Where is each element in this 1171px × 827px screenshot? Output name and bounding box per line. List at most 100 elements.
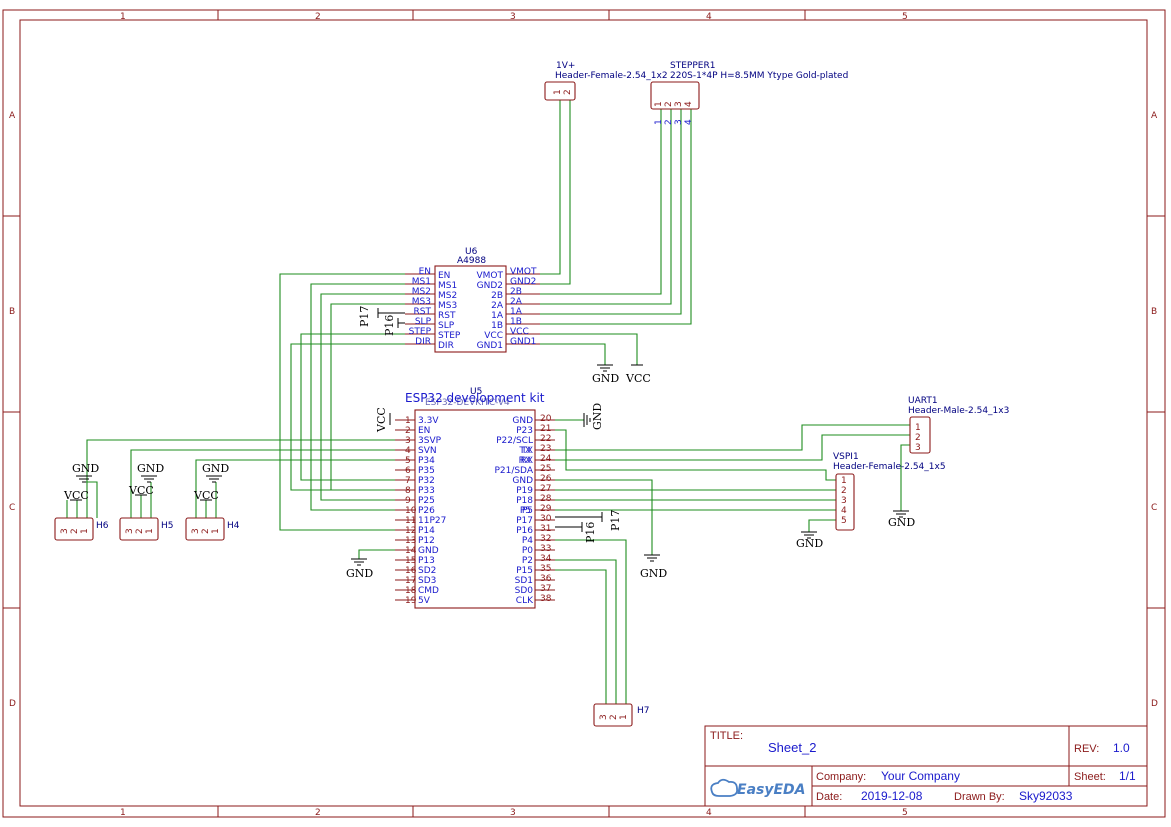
esp32-right-pin-number: 31 bbox=[540, 524, 551, 534]
esp32-right-pin-name: P2 bbox=[522, 556, 533, 566]
driver-pin-vmot: VMOT bbox=[476, 271, 503, 281]
title-block: TITLE: Sheet_2 REV: 1.0 Company: Your Co… bbox=[704, 725, 1148, 807]
esp32-left-pin-name: 11P27 bbox=[418, 516, 446, 526]
h6-pin-3: 3 bbox=[60, 528, 70, 534]
esp32-p16-flag-text: P16 bbox=[584, 522, 597, 543]
esp32-p16-flag: P16 bbox=[555, 522, 597, 543]
wire-h5 bbox=[130, 449, 395, 518]
h4-designator: H4 bbox=[227, 521, 240, 531]
vspi-header[interactable]: VSPI1 Header-Female-2.54_1x5 1 2 3 4 5 bbox=[833, 452, 946, 531]
esp32-left-pin-number: 13 bbox=[405, 536, 416, 546]
wire-uart-gnd bbox=[900, 444, 910, 511]
esp32-left-pin-number: 16 bbox=[405, 566, 417, 576]
h6-vcc-text: VCC bbox=[63, 489, 89, 502]
inner-frame bbox=[19, 19, 1148, 807]
h7-pin-3: 3 bbox=[599, 714, 609, 720]
wire-gnd2 bbox=[540, 100, 571, 285]
vspi-designator: VSPI1 bbox=[833, 452, 859, 462]
driver-p17-flag: P17 bbox=[358, 306, 405, 327]
h7-connector[interactable]: 3 2 1 H7 bbox=[593, 703, 650, 727]
esp32-module[interactable]: U5 ESP32-DEVKITC-V4 ESP32 development ki… bbox=[395, 387, 555, 609]
company-label: Company: bbox=[816, 771, 866, 783]
net-label-gnd1: GND1 bbox=[510, 337, 536, 347]
uart-header[interactable]: UART1 Header-Male-2.54_1x3 1 2 3 bbox=[908, 396, 1009, 454]
esp32-right-pin-number: 37 bbox=[540, 584, 551, 594]
h4-pin-2: 2 bbox=[201, 528, 211, 534]
h6-pin-1: 1 bbox=[80, 528, 90, 534]
col-label-3-top: 3 bbox=[510, 12, 516, 22]
net-label-gnd2: GND2 bbox=[510, 277, 536, 287]
power-header-body bbox=[544, 81, 576, 101]
wire-h6 bbox=[86, 439, 395, 518]
stepper-net-2: 2 bbox=[664, 119, 674, 125]
esp32-vcc-text: VCC bbox=[375, 407, 388, 433]
stepper-pin-4: 4 bbox=[684, 101, 694, 107]
stepper-connector[interactable]: STEPPER1 220S-1*4P H=8.5MM Ytype Gold-pl… bbox=[650, 61, 848, 125]
driver-pin-1a: 1A bbox=[491, 311, 504, 321]
p16-flag-text: P16 bbox=[383, 315, 396, 336]
esp32-left-pin-number: 15 bbox=[405, 556, 416, 566]
row-label-c-right: C bbox=[1151, 503, 1157, 513]
easyeda-logo-text: EasyEDA bbox=[737, 782, 806, 798]
h5-connector[interactable]: 3 2 1 H5 GND VCC bbox=[119, 462, 174, 541]
h6-gnd-text: GND bbox=[72, 462, 99, 475]
stepper-value: 220S-1*4P H=8.5MM Ytype Gold-plated bbox=[670, 71, 848, 81]
h4-pin-3: 3 bbox=[191, 528, 201, 534]
esp32-left-pin-number: 8 bbox=[405, 486, 411, 496]
col-label-4-bottom: 4 bbox=[706, 808, 712, 818]
easyeda-logo: EasyEDA bbox=[710, 778, 806, 798]
col-label-2-bottom: 2 bbox=[315, 808, 321, 818]
stepper-designator: STEPPER1 bbox=[670, 61, 715, 71]
driver-pins bbox=[405, 273, 540, 345]
h4-vcc-text: VCC bbox=[193, 489, 219, 502]
esp32-right-pin-number: 24 bbox=[540, 454, 552, 464]
h7-body bbox=[593, 703, 633, 727]
h5-pin-3: 3 bbox=[125, 528, 135, 534]
vspi-body bbox=[835, 473, 855, 531]
wire-h6-gnd bbox=[84, 481, 98, 518]
stepper-pin-1: 1 bbox=[654, 101, 664, 107]
row-label-d-right: D bbox=[1151, 699, 1158, 709]
driver-pin-step: STEP bbox=[438, 331, 461, 341]
stepper-net-1: 1 bbox=[654, 119, 664, 125]
drawn-by-value: Sky92033 bbox=[1019, 789, 1073, 803]
esp32-left-pin-name: P12 bbox=[418, 536, 435, 546]
driver-designator: U6 bbox=[465, 247, 478, 257]
driver-pin-en: EN bbox=[438, 271, 450, 281]
wire-driver-gnd1 bbox=[540, 343, 606, 365]
h4-connector[interactable]: 3 2 1 H4 GND VCC bbox=[185, 462, 240, 541]
esp32-net-rx: RX bbox=[519, 456, 531, 466]
col-label-1-top: 1 bbox=[120, 12, 126, 22]
uart-gnd-symbol: GND bbox=[888, 510, 915, 529]
esp32-left-pin-number: 6 bbox=[405, 466, 411, 476]
power-header-1v[interactable]: 1V+ Header-Female-2.54_1x2 1 2 bbox=[544, 61, 668, 101]
wire-en bbox=[279, 273, 405, 531]
esp32-vcc-symbol: VCC bbox=[375, 407, 391, 433]
driver-p16-flag: P16 bbox=[383, 315, 405, 336]
driver-pin-vcc: VCC bbox=[484, 331, 503, 341]
h7-designator: H7 bbox=[637, 706, 650, 716]
h6-designator: H6 bbox=[96, 521, 109, 531]
driver-gnd-symbol: GND bbox=[592, 364, 619, 385]
esp32-gnd-left-text: GND bbox=[346, 567, 373, 580]
row-label-b-right: B bbox=[1151, 307, 1157, 317]
esp32-value: ESP32 development kit bbox=[405, 391, 545, 405]
esp32-pins bbox=[395, 419, 555, 601]
col-label-2-top: 2 bbox=[315, 12, 321, 22]
esp32-left-pin-name: EN bbox=[418, 426, 430, 436]
esp32-left-pin-name: GND bbox=[418, 546, 439, 556]
net-label-2b: 2B bbox=[510, 287, 522, 297]
h6-pin-2: 2 bbox=[70, 528, 80, 534]
driver-right-net-labels: VMOT GND2 2B 2A 1A 1B VCC GND1 bbox=[510, 267, 537, 347]
frame-ticks bbox=[3, 10, 1165, 817]
driver-pin-rst: RST bbox=[438, 311, 456, 321]
driver-pin-ms3: MS3 bbox=[438, 301, 457, 311]
esp32-net-p5: P5 bbox=[520, 506, 531, 516]
esp32-left-pin-number: 2 bbox=[405, 426, 411, 436]
h6-connector[interactable]: 3 2 1 H6 GND VCC bbox=[54, 462, 109, 541]
driver-pin-ms1: MS1 bbox=[438, 281, 457, 291]
stepper-body bbox=[650, 81, 700, 110]
a4988-driver[interactable]: U6 A4988 EN MS1 MS2 MS3 RST SLP STEP DIR… bbox=[405, 247, 540, 353]
net-label-ms2: MS2 bbox=[412, 287, 431, 297]
esp32-right-pin-name: P15 bbox=[516, 566, 533, 576]
